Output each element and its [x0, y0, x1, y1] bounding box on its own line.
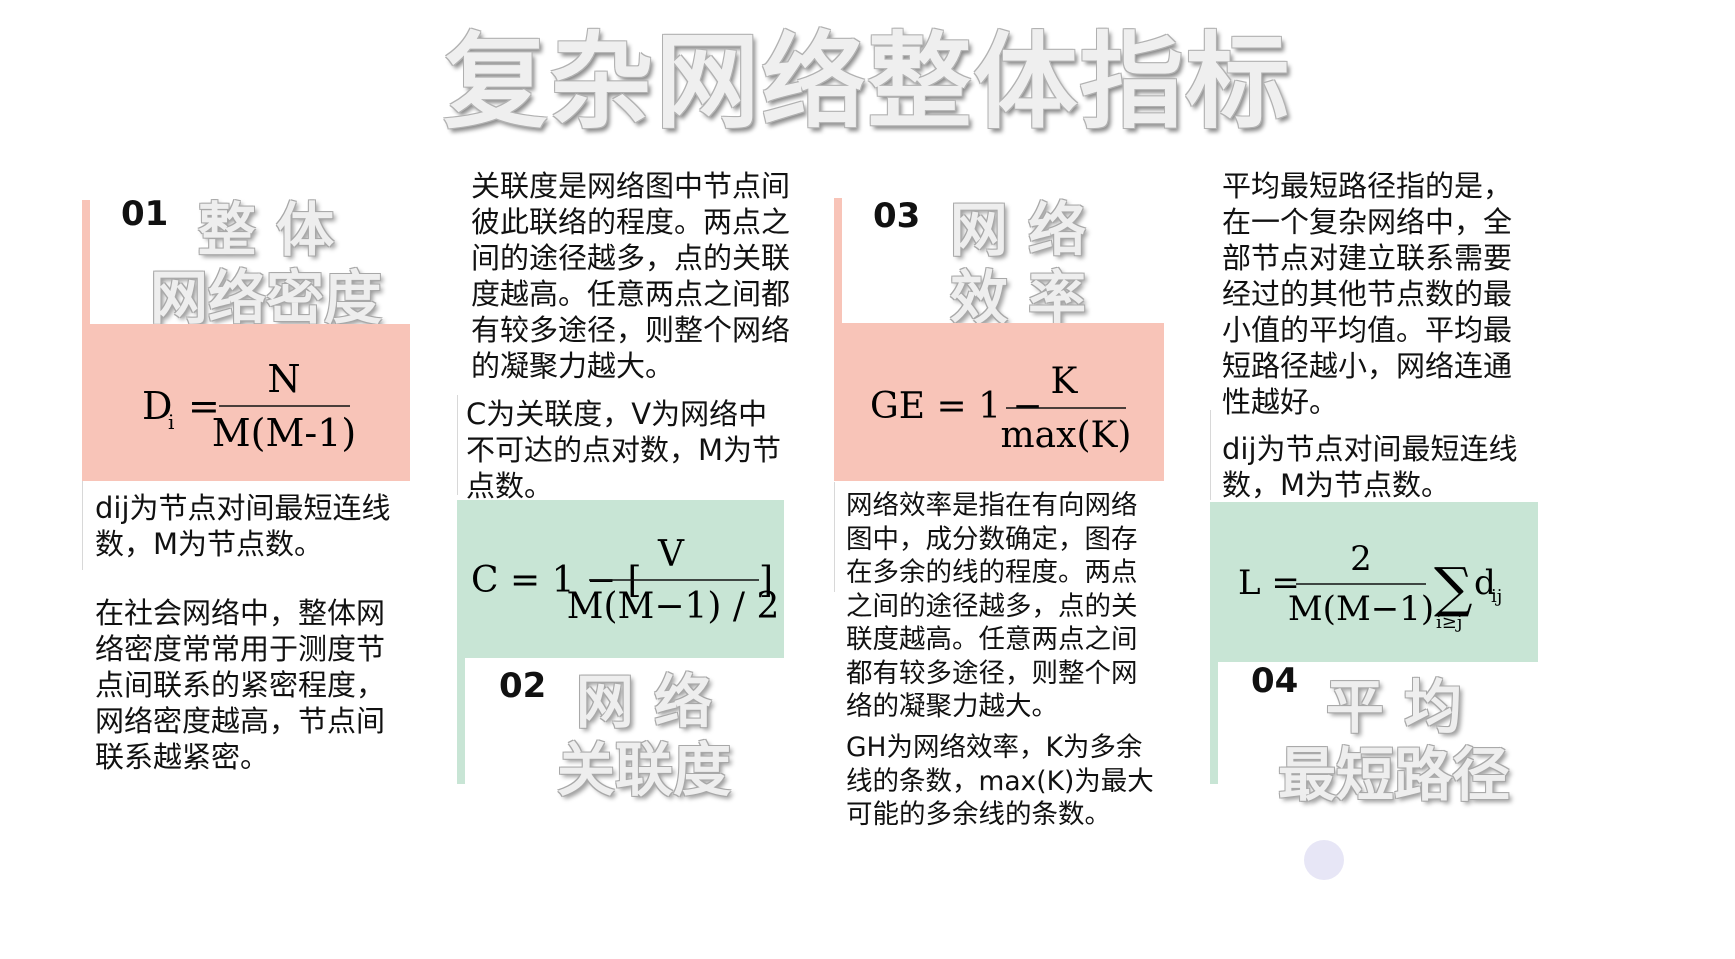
- formula-lhs: L =: [1238, 563, 1300, 603]
- formula-lhs-subscript: i: [168, 410, 174, 434]
- section-03-divider: [834, 482, 835, 592]
- formula-numerator: 2: [1350, 539, 1372, 579]
- summation-sign: ∑: [1434, 556, 1473, 619]
- summation-subscript: i≥j: [1436, 612, 1462, 633]
- section-04-description: 平均最短路径指的是， 在一个复杂网络中，全 部节点对建立联系需要 经过的其他节点…: [1222, 169, 1513, 419]
- section-04-formula-box: L = 2 M(M−1) ∑ i≥j d ij: [1210, 502, 1538, 662]
- page-title: 复杂网络整体指标: [443, 21, 1292, 143]
- section-01-name: 整 体 网络密度: [150, 196, 383, 332]
- section-01-number: 01: [121, 194, 169, 234]
- section-04-name: 平 均 最短路径: [1278, 673, 1511, 809]
- section-03-number: 03: [873, 196, 921, 236]
- connectedness-formula: C = 1 − [ V M(M−1) / 2 ]: [471, 534, 780, 627]
- formula-numerator: K: [1051, 361, 1079, 402]
- section-04-accent-line: [1210, 662, 1218, 784]
- section-01-accent-line: [82, 200, 90, 326]
- section-02-accent-line: [457, 658, 465, 784]
- density-formula: D i = N M(M-1): [142, 357, 357, 455]
- formula-equals: =: [188, 384, 220, 428]
- section-02-number: 02: [499, 666, 547, 706]
- section-02-description: 关联度是网络图中节点间 彼此联络的程度。两点之 间的途径越多，点的关联 度越高。…: [471, 169, 791, 383]
- section-03-note: GH为网络效率，K为多余 线的条数，max(K)为最大 可能的多余线的条数。: [846, 732, 1154, 830]
- section-02-name: 网 络 关联度: [556, 668, 731, 804]
- efficiency-formula: GE = 1 − K max(K): [870, 361, 1132, 456]
- section-04-note: dij为节点对间最短连线 数，M为节点数。: [1222, 432, 1518, 502]
- formula-numerator: V: [657, 534, 685, 575]
- section-02-divider: [457, 395, 458, 495]
- section-01-description: 在社会网络中，整体网 络密度常常用于测度节 点间联系的紧密程度， 网络密度越高，…: [95, 596, 386, 774]
- section-03-description: 网络效率是指在有向网络 图中，成分数确定，图存 在多余的线的程度。两点 之间的途…: [846, 490, 1138, 722]
- section-01-divider: [82, 480, 83, 570]
- section-01-note: dij为节点对间最短连线 数，M为节点数。: [95, 491, 391, 561]
- section-02-note: C为关联度，V为网络中 不可达的点对数，M为节 点数。: [466, 397, 782, 503]
- formula-lhs: D: [142, 384, 172, 428]
- section-03-formula-box: GE = 1 − K max(K): [834, 323, 1164, 481]
- section-01-formula-box: D i = N M(M-1): [82, 324, 410, 481]
- formula-close-bracket: ]: [759, 560, 773, 601]
- decorative-dot: [1304, 840, 1344, 880]
- formula-denominator: M(M−1) / 2: [567, 586, 780, 627]
- formula-term-subscript: ij: [1491, 586, 1502, 607]
- section-03-accent-line: [834, 198, 842, 324]
- formula-numerator: N: [267, 357, 300, 401]
- formula-term: d: [1474, 563, 1496, 603]
- formula-denominator: M(M−1): [1288, 589, 1434, 629]
- section-04-number: 04: [1251, 661, 1299, 701]
- section-02-formula-box: C = 1 − [ V M(M−1) / 2 ]: [457, 500, 784, 658]
- section-03-name: 网 络 效 率: [949, 196, 1087, 332]
- formula-denominator: M(M-1): [212, 411, 357, 455]
- section-04-divider: [1210, 410, 1211, 500]
- formula-denominator: max(K): [1001, 415, 1132, 456]
- average-path-formula: L = 2 M(M−1) ∑ i≥j d ij: [1238, 539, 1502, 633]
- formula-lhs: GE = 1 −: [870, 386, 1043, 427]
